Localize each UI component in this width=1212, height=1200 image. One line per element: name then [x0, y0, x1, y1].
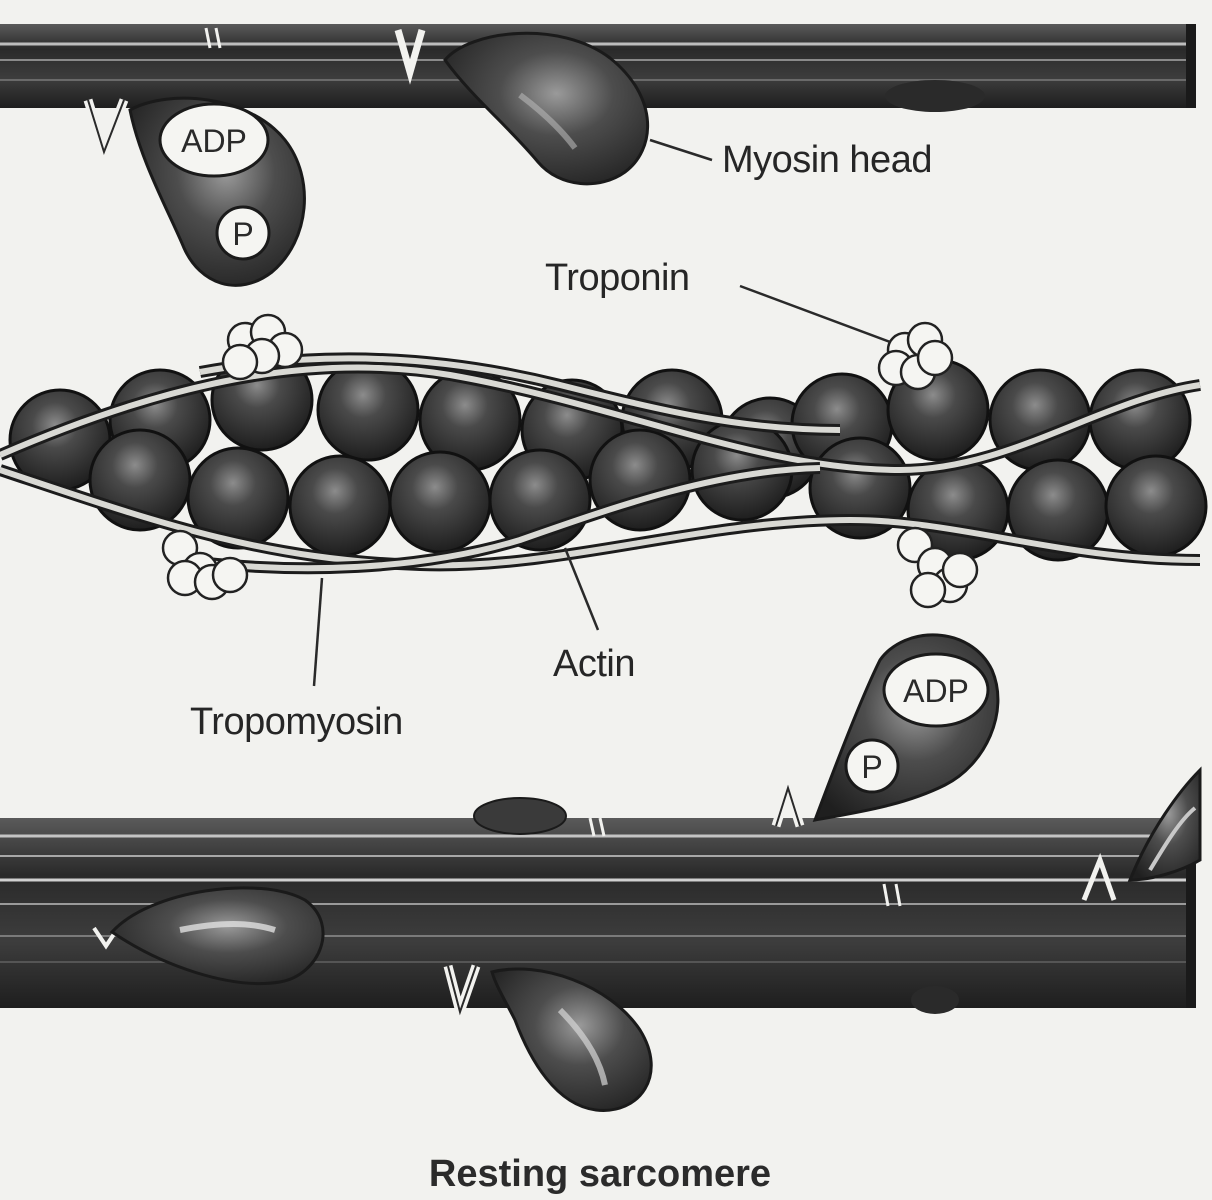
troponin-subunit [943, 553, 977, 587]
label-troponin: Troponin [545, 257, 690, 299]
troponin-subunit [911, 573, 945, 607]
diagram-caption: Resting sarcomere [429, 1153, 771, 1195]
adp-label-top: ADP [181, 123, 247, 159]
phosphate-label-bottom: P [861, 749, 882, 785]
actin-bead [1106, 456, 1206, 556]
thin-filament [0, 315, 1206, 607]
troponin-leader [740, 286, 890, 342]
label-actin: Actin [553, 643, 635, 685]
troponin-subunit [918, 341, 952, 375]
myosin-head-leader [650, 140, 712, 160]
label-tropomyosin: Tropomyosin [190, 701, 403, 743]
actin-bead [290, 456, 390, 556]
troponin-subunit [223, 345, 257, 379]
actin-leader [565, 548, 598, 630]
troponin-subunit [213, 558, 247, 592]
myosin-head-adp-top: ADP P [88, 98, 304, 285]
myosin-head-adp-bottom: ADP P [776, 635, 998, 826]
phosphate-label-top: P [232, 216, 253, 252]
label-myosin-head: Myosin head [722, 139, 932, 181]
tropomyosin-leader [314, 578, 322, 686]
actin-bead [390, 452, 490, 552]
adp-label-bottom: ADP [903, 673, 969, 709]
